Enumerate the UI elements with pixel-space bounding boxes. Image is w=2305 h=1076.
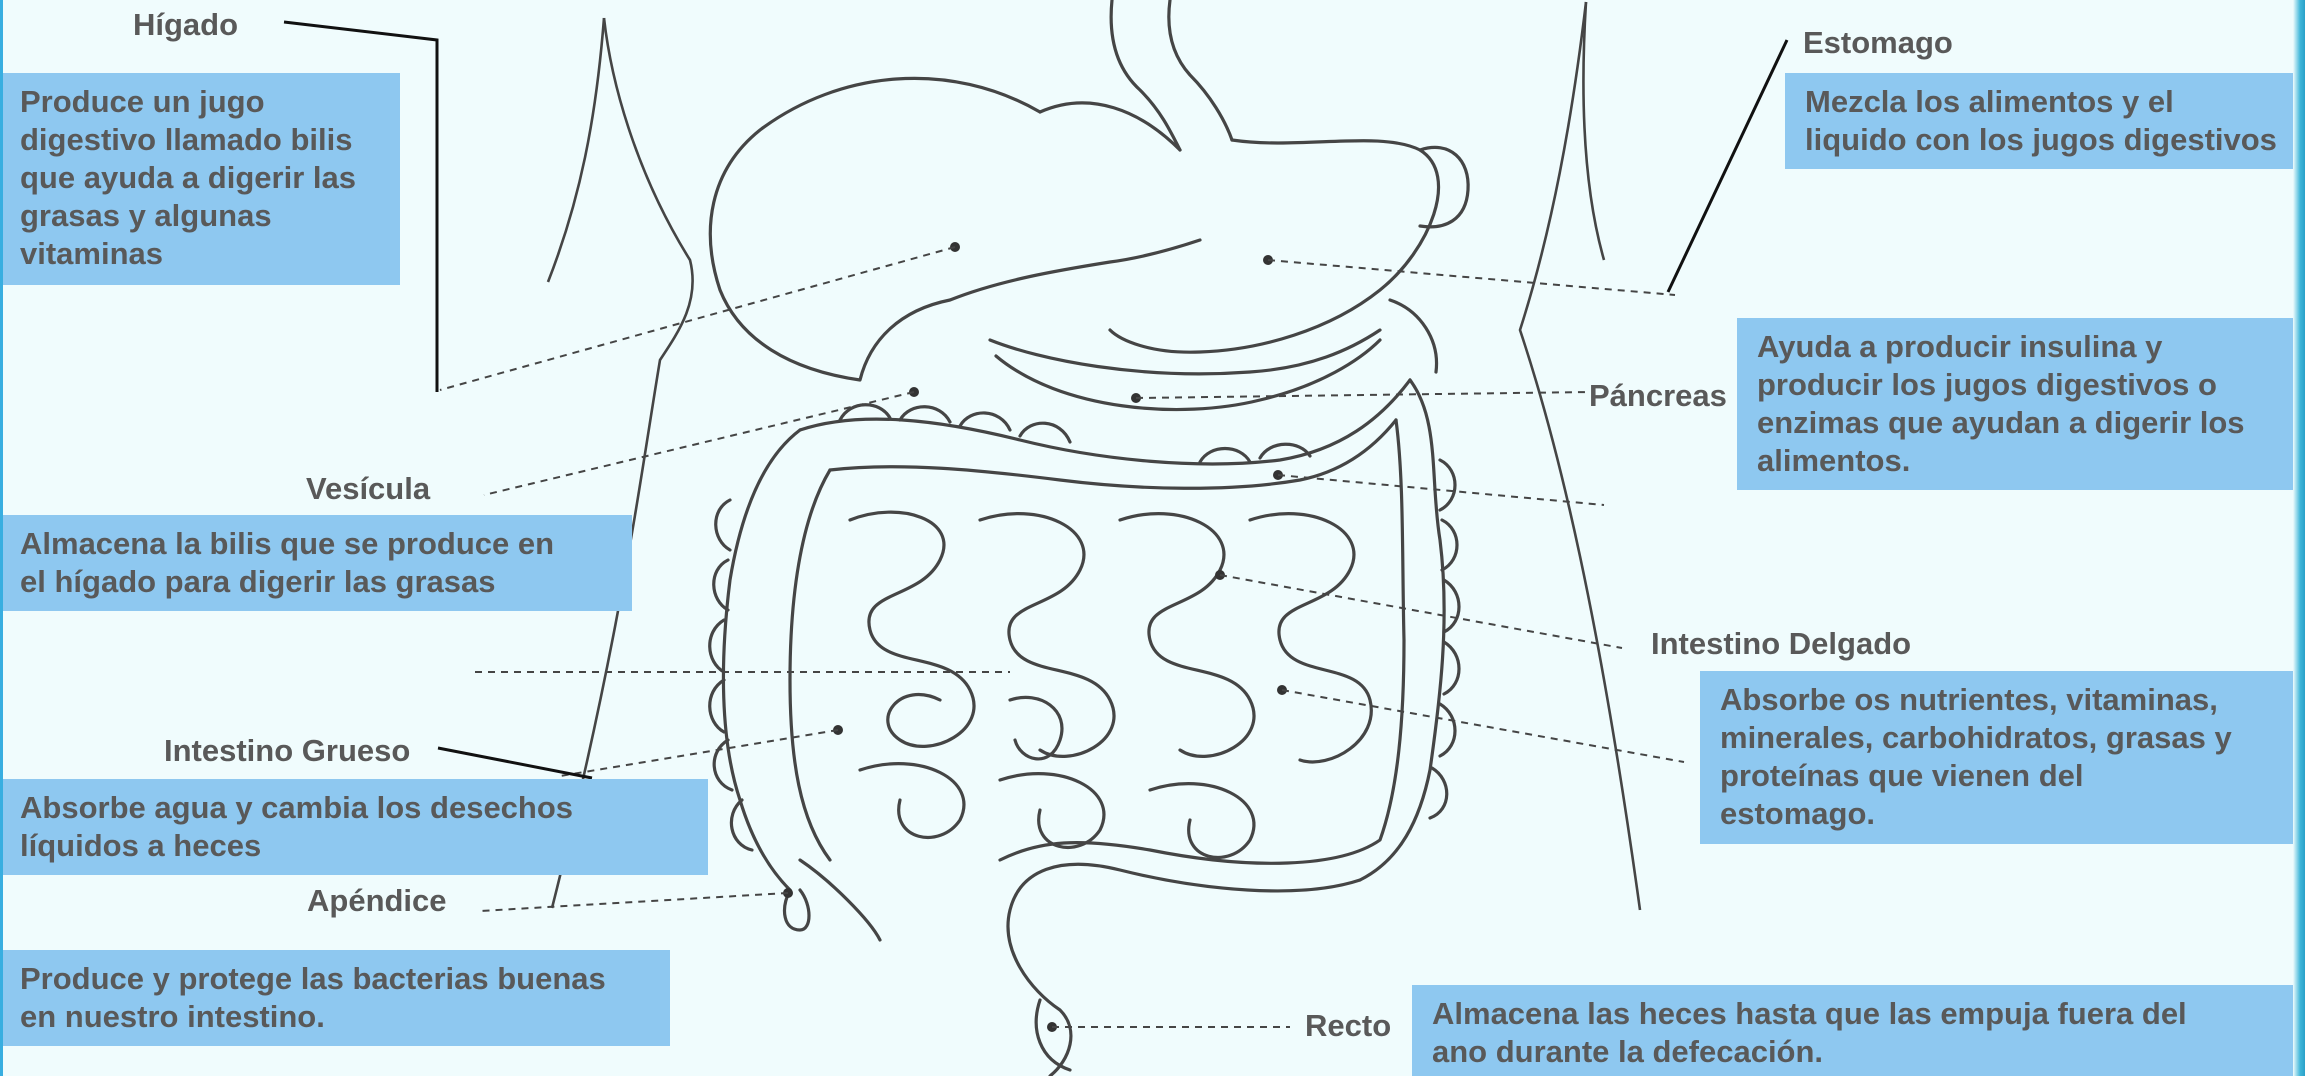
desc-line: grasas y algunas [20,197,380,235]
small-intestine-description: Absorbe os nutrientes, vitaminas, minera… [1700,671,2305,844]
liver-label: Hígado [133,9,238,40]
slide-edge-decoration [2293,0,2305,1076]
desc-line: líquidos a heces [20,827,688,865]
gallbladder-description: Almacena la bilis que se produce en el h… [0,515,632,611]
desc-line: minerales, carbohidratos, grasas y [1720,719,2285,757]
desc-line: que ayuda a digerir las [20,159,380,197]
large-intestine-label: Intestino Grueso [164,735,410,766]
stomach-description: Mezcla los alimentos y el liquido con lo… [1785,73,2305,169]
pancreas-label: Páncreas [1589,380,1727,411]
pancreas-description: Ayuda a producir insulina y producir los… [1737,318,2305,490]
desc-line: liquido con los jugos digestivos [1805,121,2285,159]
desc-line: Absorbe agua y cambia los desechos [20,789,688,827]
left-edge-line [0,0,3,1076]
desc-line: digestivo llamado bilis [20,121,380,159]
desc-line: enzimas que ayudan a digerir los [1757,404,2285,442]
desc-line: Produce un jugo [20,83,380,121]
desc-line: Almacena las heces hasta que las empuja … [1432,995,2285,1033]
rectum-description: Almacena las heces hasta que las empuja … [1412,985,2305,1076]
desc-line: alimentos. [1757,442,2285,480]
stomach-label: Estomago [1803,27,1953,58]
large-intestine-description: Absorbe agua y cambia los desechos líqui… [0,779,708,875]
rectum-label: Recto [1305,1010,1391,1041]
desc-line: Mezcla los alimentos y el [1805,83,2285,121]
desc-line: Produce y protege las bacterias buenas [20,960,650,998]
small-intestine-label: Intestino Delgado [1651,628,1911,659]
desc-line: producir los jugos digestivos o [1757,366,2285,404]
appendix-label: Apéndice [307,885,447,916]
desc-line: el hígado para digerir las grasas [20,563,612,601]
gallbladder-label: Vesícula [306,473,430,504]
appendix-description: Produce y protege las bacterias buenas e… [0,950,670,1046]
desc-line: ano durante la defecación. [1432,1033,2285,1071]
desc-line: estomago. [1720,795,2285,833]
desc-line: Absorbe os nutrientes, vitaminas, [1720,681,2285,719]
desc-line: vitaminas [20,235,380,273]
desc-line: Almacena la bilis que se produce en [20,525,612,563]
desc-line: Ayuda a producir insulina y [1757,328,2285,366]
desc-line: proteínas que vienen del [1720,757,2285,795]
liver-description: Produce un jugo digestivo llamado bilis … [0,73,400,285]
desc-line: en nuestro intestino. [20,998,650,1036]
